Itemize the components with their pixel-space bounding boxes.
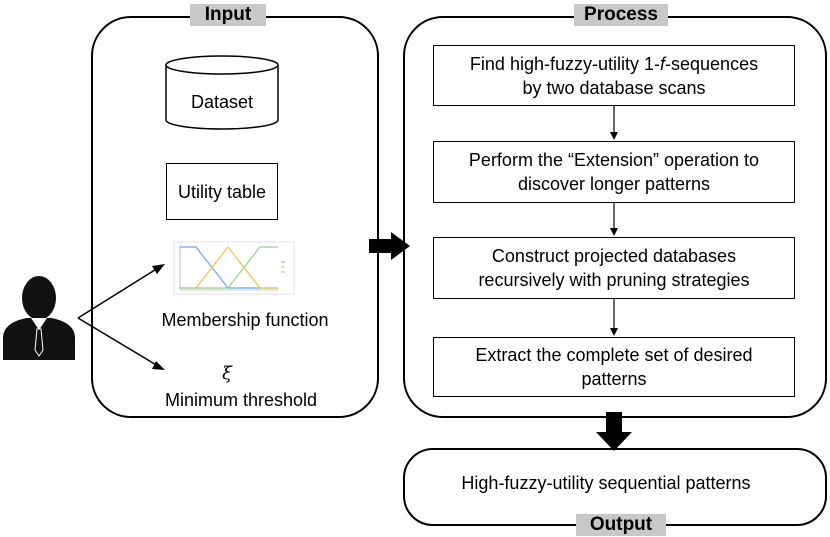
user-to-membership-arrow — [77, 264, 165, 319]
output-result-label: High-fuzzy-utility sequential patterns — [461, 473, 751, 493]
step-2-text: Perform the “Extension” operation to dis… — [468, 150, 760, 194]
dataset-label: Dataset — [190, 92, 254, 112]
process-step-4: Extract the complete set of desired patt… — [433, 337, 795, 397]
process-step-3: Construct projected databases recursivel… — [433, 237, 795, 299]
step-3-text: Construct projected databases recursivel… — [478, 246, 750, 290]
step-1-text-a: Find high-fuzzy-utility 1- — [469, 53, 660, 74]
membership-function-label: Membership function — [161, 310, 329, 330]
step-connector-arrows — [610, 106, 618, 336]
dataset-cylinder-icon — [165, 55, 279, 130]
step-4-text: Extract the complete set of desired patt… — [475, 345, 753, 389]
process-to-output-arrow — [596, 412, 632, 451]
process-title: Process — [574, 4, 668, 26]
xi-symbol: ξ — [222, 363, 232, 384]
utility-table-label: Utility table — [177, 181, 267, 202]
utility-table-box: Utility table — [166, 163, 278, 220]
step-1-text-b: -sequences — [665, 53, 759, 74]
step-1-italic-f: f — [660, 53, 666, 74]
mf-high-curve — [180, 246, 278, 289]
input-to-process-arrow — [369, 232, 410, 260]
minimum-threshold-label: Minimum threshold — [164, 390, 318, 410]
process-step-2: Perform the “Extension” operation to dis… — [433, 141, 795, 203]
step-1-text-c: by two database scans — [522, 77, 706, 98]
user-person-icon — [3, 276, 75, 360]
process-step-1: Find high-fuzzy-utility 1-f-sequences by… — [433, 45, 795, 106]
user-to-threshold-arrow — [77, 317, 165, 370]
membership-function-chart — [173, 241, 295, 295]
output-title: Output — [576, 514, 666, 536]
input-title: Input — [190, 4, 266, 26]
